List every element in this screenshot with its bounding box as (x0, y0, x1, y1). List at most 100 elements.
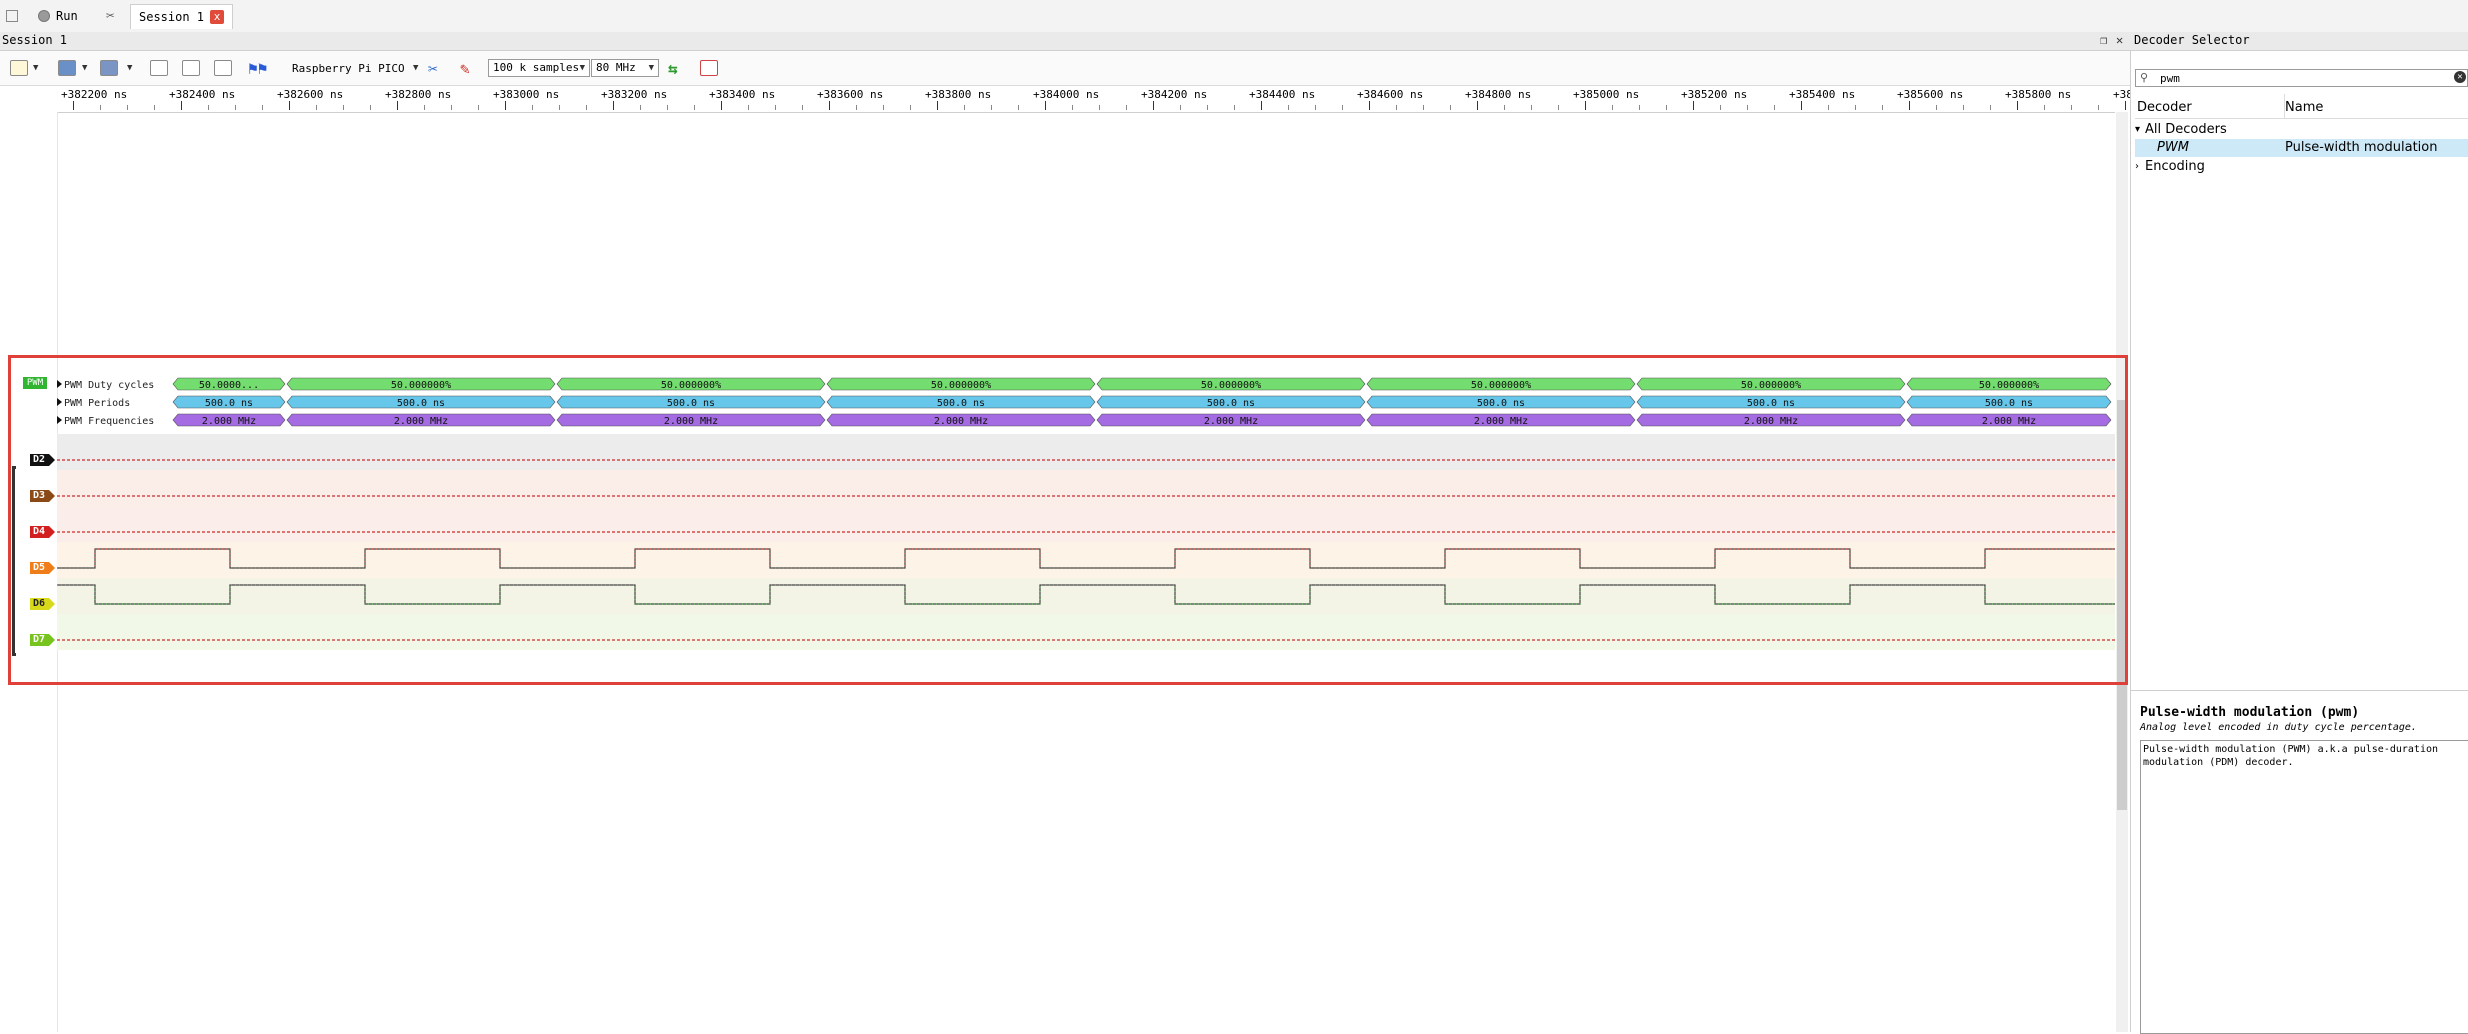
tree-item-encoding-label: Encoding (2145, 159, 2205, 174)
ruler-minor-tick (1126, 105, 1127, 110)
channel-row-bg (57, 542, 2115, 578)
decoder-annotation[interactable]: 500.0 ns (1096, 395, 1366, 409)
decoder-annotation[interactable]: 2.000 MHz (172, 413, 286, 427)
zoom-out-icon (182, 60, 200, 76)
channel-tag-d7[interactable]: D7 (30, 634, 56, 646)
probe-icon: ✂ (428, 58, 438, 78)
decoder-annotation-shape (286, 377, 556, 391)
channel-tag-d3[interactable]: D3 (30, 490, 56, 502)
decoder-annotation[interactable]: 500.0 ns (172, 395, 286, 409)
probe-button[interactable]: ✂ (428, 58, 438, 78)
decoder-annotation[interactable]: 2.000 MHz (286, 413, 556, 427)
decoder-annotation[interactable]: 2.000 MHz (1906, 413, 2112, 427)
rate-select[interactable]: 80 MHz▼ (591, 58, 659, 78)
ruler-tick-label: +383600 ns (817, 88, 884, 101)
ruler-tick (181, 101, 182, 110)
save-button[interactable] (100, 58, 118, 78)
tab-session[interactable]: Session 1 x (130, 4, 234, 29)
expand-row-icon[interactable] (57, 380, 62, 388)
channel-tag-d2[interactable]: D2 (30, 454, 56, 466)
decoder-annotation[interactable]: 2.000 MHz (1366, 413, 1636, 427)
run-button[interactable]: ⇆ (668, 58, 678, 78)
decoder-annotation[interactable]: 50.000000% (826, 377, 1096, 391)
decoder-row-label: PWM Periods (64, 398, 130, 409)
decoder-annotation[interactable]: 500.0 ns (556, 395, 826, 409)
ruler-minor-tick (1774, 105, 1775, 110)
decoder-annotation[interactable]: 50.000000% (286, 377, 556, 391)
decoder-annotation[interactable]: 50.000000% (1366, 377, 1636, 391)
dock-splitter[interactable] (2130, 690, 2468, 691)
col-name[interactable]: Name (2285, 100, 2324, 115)
decoder-annotation-text: 500.0 ns (397, 398, 445, 409)
ruler-minor-tick (856, 105, 857, 110)
device-caret[interactable]: ▼ (413, 63, 419, 73)
tree-item-all-decoders[interactable]: ▾ All Decoders (2135, 121, 2468, 139)
decoder-annotation[interactable]: 50.000000% (1096, 377, 1366, 391)
zoom-out-button[interactable] (182, 58, 200, 78)
ruler-minor-tick (883, 105, 884, 110)
channel-tag-d6[interactable]: D6 (30, 598, 56, 610)
decoder-annotation-text: 50.000000% (661, 380, 721, 391)
decoder-annotation[interactable]: 50.000000% (1906, 377, 2112, 391)
time-ruler[interactable]: +382200 ns+382400 ns+382600 ns+382800 ns… (55, 86, 2207, 113)
decoder-annotation[interactable]: 2.000 MHz (826, 413, 1096, 427)
trace-scroll-thumb[interactable] (2117, 400, 2127, 810)
device-label: Raspberry Pi PICO (292, 61, 405, 75)
zoom-fit-icon (214, 60, 232, 76)
tree-item-encoding[interactable]: › Encoding (2135, 158, 2468, 176)
ruler-minor-tick (127, 105, 128, 110)
decoder-annotation[interactable]: 500.0 ns (1906, 395, 2112, 409)
open-button[interactable] (58, 58, 76, 78)
tab-tools[interactable]: ✂ (98, 4, 122, 28)
channel-tag-d5[interactable]: D5 (30, 562, 56, 574)
decoder-annotation[interactable]: 2.000 MHz (1636, 413, 1906, 427)
decoder-description-box: Pulse-width modulation (PWM) a.k.a pulse… (2140, 740, 2468, 1034)
decoder-annotation[interactable]: 50.000000% (1636, 377, 1906, 391)
decoder-annotation[interactable]: 500.0 ns (1366, 395, 1636, 409)
decoder-annotation[interactable]: 500.0 ns (286, 395, 556, 409)
zoom-in-button[interactable] (150, 58, 168, 78)
zoom-fit-button[interactable] (214, 58, 232, 78)
ruler-tick-label: +383800 ns (925, 88, 992, 101)
close-icon[interactable]: x (210, 10, 225, 24)
decoder-annotation[interactable]: 50.000000% (556, 377, 826, 391)
decoder-annotation[interactable]: 2.000 MHz (1096, 413, 1366, 427)
device-selector[interactable]: Raspberry Pi PICO (292, 58, 405, 78)
open-caret[interactable]: ▼ (82, 63, 88, 73)
save-caret[interactable]: ▼ (127, 63, 133, 73)
trace-view[interactable]: 50.0000...50.000000%50.000000%50.000000%… (57, 112, 2115, 1032)
decoder-annotation[interactable]: 2.000 MHz (556, 413, 826, 427)
ruler-minor-tick (1882, 105, 1883, 110)
ruler-tick (613, 101, 614, 110)
search-value: pwm (2160, 72, 2180, 85)
decoder-annotation[interactable]: 500.0 ns (1636, 395, 1906, 409)
ruler-minor-tick (1747, 105, 1748, 110)
ruler-minor-tick (802, 105, 803, 110)
config-button[interactable]: ✎ (460, 58, 470, 78)
channel-tag-d4[interactable]: D4 (30, 526, 56, 538)
trigger-icon (700, 60, 718, 76)
decoder-annotation-text: 500.0 ns (205, 398, 253, 409)
window-tab[interactable] (0, 4, 26, 28)
pwm-decoder-tag[interactable]: PWM (23, 377, 47, 389)
cursor-button[interactable]: ⚑⚑ (248, 58, 267, 78)
decoder-search-input[interactable]: ⚲ pwm ✕ (2135, 69, 2468, 87)
channel-group-bracket[interactable] (12, 466, 16, 656)
new-session-caret[interactable]: ▼ (33, 63, 39, 73)
decoder-annotation[interactable]: 500.0 ns (826, 395, 1096, 409)
tree-item-pwm[interactable]: PWM Pulse-width modulation (2135, 139, 2468, 157)
expand-row-icon[interactable] (57, 416, 62, 424)
new-session-button[interactable] (10, 58, 28, 78)
expand-row-icon[interactable] (57, 398, 62, 406)
float-icon[interactable]: ❐ (2100, 33, 2108, 47)
channel-row-bg (57, 434, 2115, 470)
samples-select[interactable]: 100 k samples▼ (488, 58, 590, 78)
decoder-annotation[interactable]: 50.0000... (172, 377, 286, 391)
clear-search-icon[interactable]: ✕ (2454, 71, 2466, 83)
close-panel-icon[interactable]: ✕ (2116, 33, 2124, 47)
tab-run[interactable]: Run (30, 4, 86, 28)
trigger-button[interactable] (700, 58, 718, 78)
decoder-annotation-text: 50.000000% (1201, 380, 1261, 391)
ruler-tick-label: +383200 ns (601, 88, 668, 101)
col-decoder[interactable]: Decoder (2137, 100, 2192, 115)
